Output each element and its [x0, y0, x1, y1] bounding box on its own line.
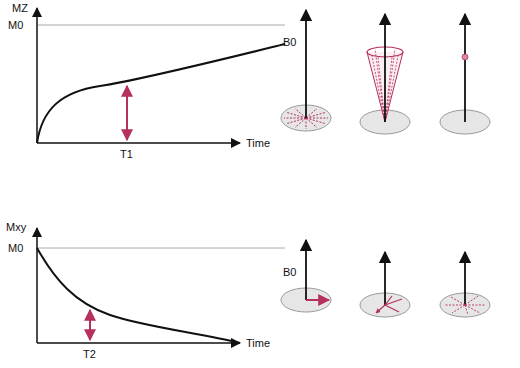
dephased-spins	[445, 296, 485, 315]
dephasing-spins	[376, 296, 402, 313]
b0-arrow	[464, 14, 466, 122]
y-axis	[36, 228, 38, 343]
b0-arrow	[384, 14, 386, 122]
x-axis	[37, 142, 240, 144]
field-label: B0	[283, 266, 296, 279]
b0-arrow	[305, 10, 307, 118]
net-magnetization	[306, 299, 329, 301]
level-label: M0	[8, 242, 23, 255]
aligned-spins	[462, 54, 468, 60]
b0-arrow	[305, 240, 307, 300]
x-axis	[37, 342, 240, 344]
t1-spin-figures	[281, 10, 490, 134]
m0-level-line	[37, 25, 285, 26]
recovery-curve	[37, 44, 285, 143]
y-axis	[36, 8, 38, 143]
t2-graph	[37, 228, 285, 343]
time-constant-label: T1	[120, 148, 133, 161]
t2-marker-arrow	[89, 310, 91, 340]
field-label: B0	[283, 36, 296, 49]
decay-curve	[37, 248, 240, 343]
b0-arrow	[464, 252, 466, 305]
axis-label: MZ	[12, 2, 28, 15]
level-label: M0	[8, 19, 23, 32]
t1-marker-arrow	[126, 86, 128, 140]
t1-graph	[37, 8, 285, 143]
axis-label: Time	[246, 337, 270, 350]
time-constant-label: T2	[83, 348, 96, 361]
axis-label: Time	[246, 137, 270, 150]
b0-arrow	[384, 252, 386, 305]
m0-level-line	[37, 248, 285, 249]
axis-label: Mxy	[6, 221, 26, 234]
t2-spin-figures	[281, 240, 490, 317]
